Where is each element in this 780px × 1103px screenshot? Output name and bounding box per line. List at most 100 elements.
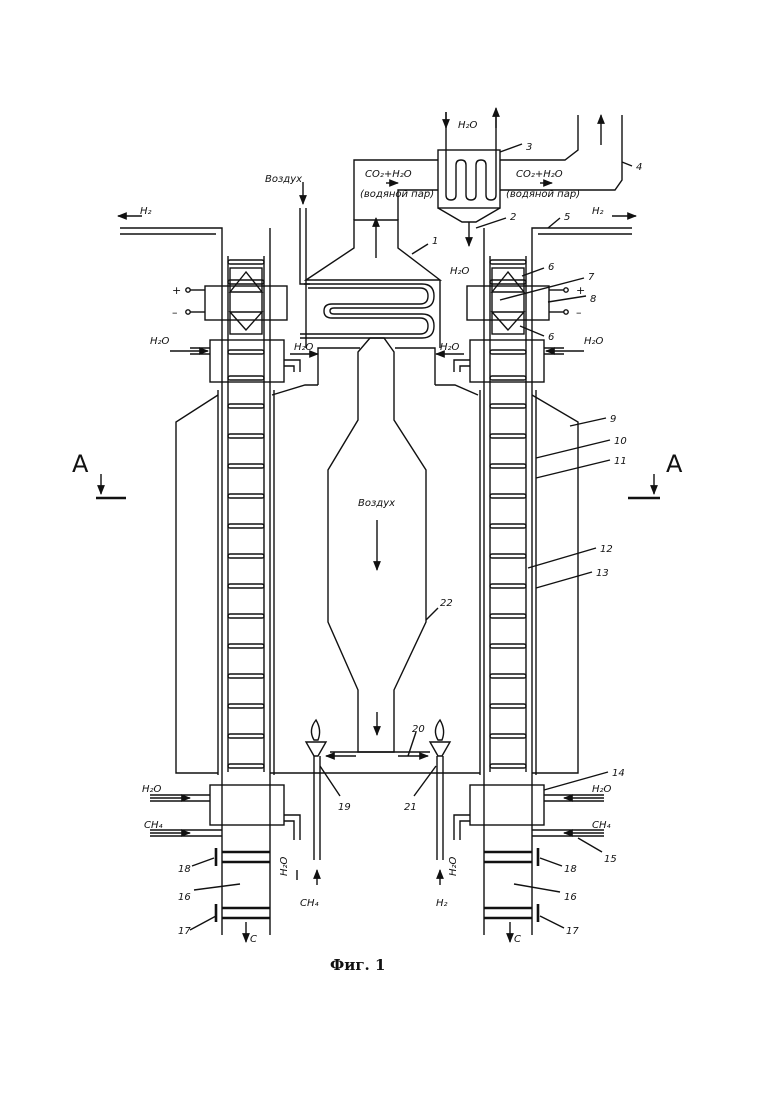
- coil-turn: [228, 260, 264, 264]
- svg-text:+: +: [576, 284, 585, 297]
- svg-text:8: 8: [590, 294, 596, 305]
- svg-text:H₂O: H₂O: [584, 336, 604, 347]
- burner-19: [306, 720, 326, 885]
- coil-turn: [490, 644, 526, 648]
- coil-turn: [490, 584, 526, 588]
- coil-turn: [490, 350, 526, 354]
- svg-text:2: 2: [510, 212, 516, 223]
- svg-text:C: C: [250, 934, 257, 945]
- coil-turn: [490, 704, 526, 708]
- coil-turn: [490, 404, 526, 408]
- svg-text:H₂O: H₂O: [150, 336, 170, 347]
- label-water-right-vertical: H₂O: [448, 856, 459, 876]
- right-reactor-tube: [436, 216, 636, 942]
- burner-21: [430, 720, 450, 885]
- coil-turn: [490, 464, 526, 468]
- svg-text:A: A: [72, 450, 89, 478]
- coil-turn: [490, 434, 526, 438]
- svg-text:22: 22: [440, 598, 453, 609]
- coil-turn: [228, 764, 264, 768]
- svg-text:16: 16: [564, 892, 577, 903]
- svg-text:CO₂+H₂O: CO₂+H₂O: [516, 169, 563, 180]
- svg-text:CH₄: CH₄: [144, 820, 163, 831]
- svg-text:H₂: H₂: [140, 206, 152, 217]
- coil-turn: [490, 554, 526, 558]
- svg-text:11: 11: [614, 456, 627, 467]
- coil-turn: [490, 524, 526, 528]
- svg-text:H₂O: H₂O: [440, 342, 460, 353]
- svg-text:CH₄: CH₄: [592, 820, 611, 831]
- svg-text:CO₂+H₂O: CO₂+H₂O: [365, 169, 412, 180]
- svg-text:6: 6: [548, 332, 554, 343]
- section-marker-left: A: [72, 450, 126, 498]
- coil-turn: [228, 584, 264, 588]
- coil-turn: [228, 554, 264, 558]
- svg-text:13: 13: [596, 568, 609, 579]
- svg-text:Воздух: Воздух: [265, 174, 302, 185]
- left-reactor-tube: [118, 216, 318, 942]
- svg-text:7: 7: [588, 272, 595, 283]
- coil-turn: [490, 614, 526, 618]
- svg-text:19: 19: [338, 802, 351, 813]
- svg-text:15: 15: [604, 854, 617, 865]
- svg-text:H₂: H₂: [436, 898, 448, 909]
- coil-turn: [490, 734, 526, 738]
- svg-text:C: C: [514, 934, 521, 945]
- coil-turn: [490, 674, 526, 678]
- coil-turn: [490, 764, 526, 768]
- coil-turn: [228, 494, 264, 498]
- central-air-column-22: [326, 338, 430, 756]
- svg-text:Воздух: Воздух: [358, 498, 395, 509]
- svg-text:14: 14: [612, 768, 625, 779]
- reference-numbers: 1 2 3 4 5 6 7 8 6 9 10 11 12 13 14 15 16…: [178, 142, 642, 937]
- svg-text:–: –: [576, 306, 582, 319]
- label-water-left-vertical: H₂O: [279, 856, 290, 876]
- svg-text:H₂: H₂: [592, 206, 604, 217]
- svg-text:(водяной пар): (водяной пар): [360, 189, 434, 200]
- coil-turn: [228, 614, 264, 618]
- section-marker-right: A: [628, 450, 683, 498]
- svg-text:H₂O: H₂O: [294, 342, 314, 353]
- svg-text:21: 21: [404, 802, 417, 813]
- svg-text:A: A: [666, 450, 683, 478]
- svg-text:H₂O: H₂O: [458, 120, 478, 131]
- svg-text:6: 6: [548, 262, 554, 273]
- svg-text:(водяной пар): (водяной пар): [506, 189, 580, 200]
- svg-text:18: 18: [178, 864, 191, 875]
- svg-text:+: +: [172, 284, 181, 297]
- figure-caption: Фиг. 1: [330, 956, 385, 974]
- coil-turn: [228, 644, 264, 648]
- coil-turn: [228, 674, 264, 678]
- coil-turn: [228, 464, 264, 468]
- svg-text:–: –: [172, 306, 178, 319]
- top-heat-exchanger-1: [300, 182, 440, 385]
- coil-turn: [490, 280, 526, 284]
- svg-text:17: 17: [178, 926, 191, 937]
- coil-turn: [228, 404, 264, 408]
- coil-turn: [490, 376, 526, 380]
- svg-text:H₂O: H₂O: [450, 266, 470, 277]
- svg-text:20: 20: [412, 724, 425, 735]
- svg-text:9: 9: [610, 414, 616, 425]
- coil-turn: [228, 350, 264, 354]
- coil-turn: [490, 494, 526, 498]
- coil-turn: [490, 260, 526, 264]
- coil-turn: [228, 734, 264, 738]
- top-duct-system: [354, 115, 622, 220]
- svg-text:17: 17: [566, 926, 579, 937]
- svg-text:4: 4: [636, 162, 642, 173]
- svg-text:3: 3: [526, 142, 532, 153]
- coil-turn: [228, 376, 264, 380]
- coil-turn: [228, 704, 264, 708]
- svg-text:10: 10: [614, 436, 627, 447]
- svg-text:H₂O: H₂O: [142, 784, 162, 795]
- coil-turn: [228, 434, 264, 438]
- svg-text:16: 16: [178, 892, 191, 903]
- svg-text:5: 5: [564, 212, 570, 223]
- svg-text:18: 18: [564, 864, 577, 875]
- svg-text:1: 1: [432, 236, 438, 247]
- coil-turn: [228, 280, 264, 284]
- svg-text:H₂O: H₂O: [592, 784, 612, 795]
- svg-text:12: 12: [600, 544, 613, 555]
